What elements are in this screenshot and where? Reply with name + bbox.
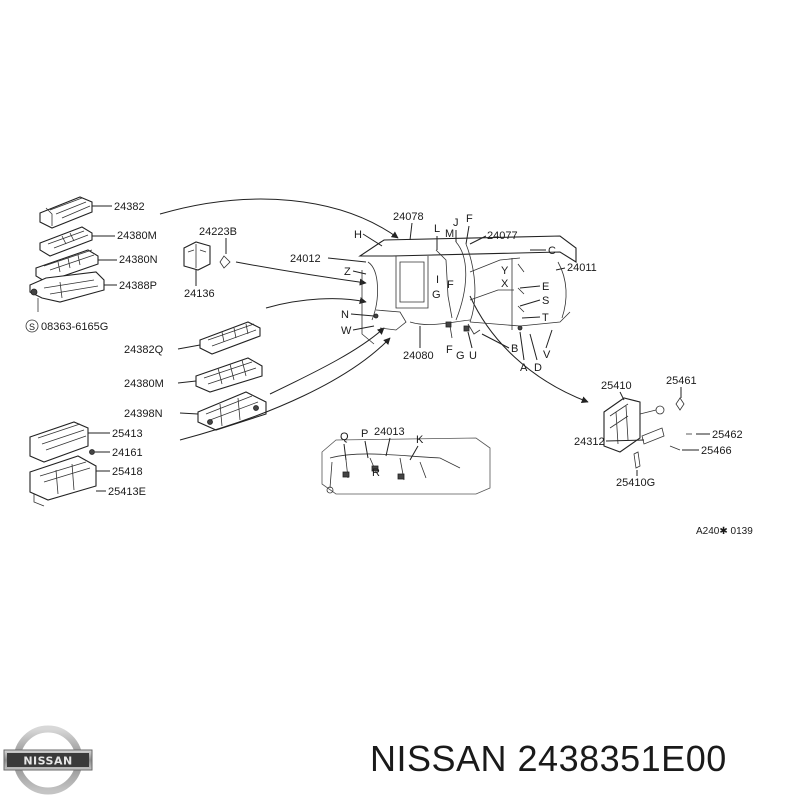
part-label-25413e: 25413E — [108, 486, 146, 498]
connector-letter-e: E — [542, 281, 549, 293]
part-label-24380n: 24380N — [119, 254, 158, 266]
screw-prefix-label: S — [29, 322, 35, 332]
connector-letter-d: D — [534, 362, 542, 374]
wiring-harness-diagram: 24382 24380M 24380N 24388P S 08363-6165G… — [25, 196, 753, 537]
connector-letter-l: L — [434, 223, 440, 235]
nissan-logo: NISSAN — [3, 725, 93, 795]
connector-letter-a: A — [520, 362, 528, 374]
connector-letter-r: R — [372, 467, 380, 479]
part-label-24011: 24011 — [567, 262, 597, 274]
part-label-24136: 24136 — [184, 288, 215, 300]
part-label-24080: 24080 — [403, 350, 434, 362]
connector-letter-g: G — [432, 289, 441, 301]
part-label-24312: 24312 — [574, 436, 605, 448]
connector-letter-m: M — [445, 228, 454, 240]
connector-letter-f: F — [466, 213, 473, 225]
connector-letter-n: N — [341, 309, 349, 321]
connector-letter-g-low: G — [456, 350, 465, 362]
part-label-08363-6165g: 08363-6165G — [41, 321, 108, 333]
part-label-24078: 24078 — [393, 211, 424, 223]
connector-letter-u: U — [469, 350, 477, 362]
logo-text: NISSAN — [23, 755, 72, 768]
part-label-24012: 24012 — [290, 253, 321, 265]
relay-24136 — [183, 241, 231, 271]
connector-letter-h: H — [354, 229, 362, 241]
connector-letter-i: I — [436, 274, 439, 286]
fuse-block-assembly-bottom — [29, 421, 97, 507]
part-label-24388p: 24388P — [119, 280, 157, 292]
part-label-24013: 24013 — [374, 426, 405, 438]
harness-24013 — [321, 437, 491, 495]
connector-letter-p: P — [361, 428, 368, 440]
leader-arrows — [159, 198, 589, 441]
connector-letter-c: C — [548, 245, 556, 257]
fuse-block-assembly-top — [25, 196, 105, 333]
connector-letter-j: J — [453, 217, 459, 229]
part-label-24380m-middle: 24380M — [124, 378, 164, 390]
connector-letter-q: Q — [340, 431, 349, 443]
part-label-25410g: 25410G — [616, 477, 655, 489]
part-label-24382: 24382 — [114, 201, 145, 213]
connector-letter-v: V — [543, 349, 551, 361]
main-harness-24012 — [358, 235, 577, 345]
part-label-25418: 25418 — [112, 466, 143, 478]
connector-letter-f-mid: F — [447, 279, 454, 291]
part-label-24223b: 24223B — [199, 226, 237, 238]
part-label-25466: 25466 — [701, 445, 732, 457]
part-label-25461: 25461 — [666, 375, 697, 387]
connector-letter-k: K — [416, 434, 424, 446]
part-label-25410: 25410 — [601, 380, 632, 392]
fuse-block-assembly-middle — [195, 321, 267, 431]
connector-letter-s: S — [542, 295, 549, 307]
connector-letter-y: Y — [501, 265, 509, 277]
switch-assembly-25410 — [603, 397, 692, 469]
part-label-24077: 24077 — [487, 230, 518, 242]
diagram-reference-code: A240✱ 0139 — [696, 526, 753, 537]
connector-letter-z: Z — [344, 266, 351, 278]
part-label-25413: 25413 — [112, 428, 143, 440]
connector-letter-x: X — [501, 278, 509, 290]
part-label-24398n: 24398N — [124, 408, 163, 420]
part-label-24380m: 24380M — [117, 230, 157, 242]
connector-letter-t: T — [542, 312, 549, 324]
part-label-24161: 24161 — [112, 447, 143, 459]
connector-letter-b: B — [511, 343, 518, 355]
connector-letter-w: W — [341, 325, 352, 337]
part-number-caption: NISSAN 2438351E00 — [370, 738, 727, 779]
part-label-24382q: 24382Q — [124, 344, 164, 356]
part-label-25462: 25462 — [712, 429, 743, 441]
connector-letter-f-low: F — [446, 344, 453, 356]
